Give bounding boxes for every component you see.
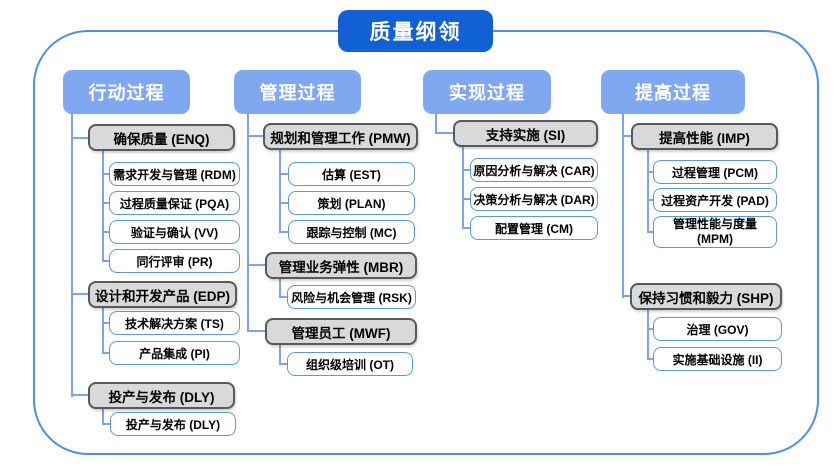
connector-line	[462, 147, 464, 229]
node-vv: 验证与确认 (VV)	[109, 220, 240, 244]
connector-line	[622, 114, 624, 298]
connector-line	[279, 173, 288, 175]
connector-line	[71, 293, 88, 295]
connector-line	[279, 363, 287, 365]
connector-line	[462, 198, 470, 200]
connector-line	[462, 227, 470, 229]
column-header-management-process: 管理过程	[234, 70, 361, 114]
column-header-improvement-process: 提高过程	[601, 70, 745, 114]
node-mpm: 管理性能与度量 (MPM)	[653, 216, 777, 248]
connector-line	[102, 260, 109, 262]
connector-line	[247, 114, 249, 332]
connector-line	[647, 199, 653, 201]
connector-line	[102, 173, 109, 175]
node-imp: 提高性能 (IMP)	[631, 123, 778, 150]
node-pmw: 规划和管理工作 (PMW)	[263, 123, 418, 150]
connector-line	[647, 231, 653, 233]
node-pcm: 过程管理 (PCM)	[653, 160, 777, 184]
connector-line	[247, 264, 265, 266]
node-ii: 实施基础设施 (II)	[653, 347, 782, 371]
connector-line	[71, 114, 73, 397]
connector-line	[102, 352, 109, 354]
node-rsk: 风险与机会管理 (RSK)	[287, 285, 416, 309]
connector-line	[622, 135, 631, 137]
node-pad: 过程资产开发 (PAD)	[653, 188, 777, 212]
node-dly: 投产与发布 (DLY)	[88, 382, 235, 409]
connector-line	[247, 330, 265, 332]
column-header-realization-process: 实现过程	[423, 70, 551, 114]
node-gov: 治理 (GOV)	[653, 317, 782, 341]
node-dly-sub: 投产与发布 (DLY)	[110, 412, 236, 436]
connector-line	[647, 150, 649, 233]
connector-line	[279, 231, 288, 233]
connector-line	[71, 137, 88, 139]
node-si: 支持实施 (SI)	[453, 120, 598, 147]
connector-line	[647, 358, 653, 360]
diagram-title: 质量纲领	[338, 10, 493, 52]
node-est: 估算 (EST)	[288, 162, 415, 186]
node-rdm: 需求开发与管理 (RDM)	[109, 162, 240, 186]
node-car: 原因分析与解决 (CAR)	[470, 158, 598, 182]
node-shp: 保持习惯和毅力 (SHP)	[630, 283, 782, 310]
node-mbr: 管理业务弹性 (MBR)	[265, 252, 417, 279]
node-mc: 跟踪与控制 (MC)	[288, 220, 415, 244]
node-pr: 同行评审 (PR)	[109, 249, 240, 273]
connector-line	[279, 150, 281, 233]
node-cm: 配置管理 (CM)	[470, 216, 598, 240]
node-plan: 策划 (PLAN)	[288, 191, 415, 215]
connector-line	[102, 308, 104, 354]
connector-line	[102, 202, 109, 204]
connector-line	[102, 423, 110, 425]
connector-line	[247, 135, 263, 137]
node-pi: 产品集成 (PI)	[109, 341, 240, 365]
connector-line	[435, 132, 453, 134]
node-enq: 确保质量 (ENQ)	[88, 124, 235, 151]
connector-line	[279, 202, 288, 204]
connector-line	[71, 394, 88, 396]
connector-line	[102, 409, 104, 425]
node-dar: 决策分析与解决 (DAR)	[470, 187, 598, 211]
node-mwf: 管理员工 (MWF)	[265, 318, 417, 345]
connector-line	[102, 151, 104, 261]
connector-line	[102, 231, 109, 233]
connector-line	[462, 169, 470, 171]
connector-line	[279, 279, 281, 298]
connector-line	[435, 114, 437, 134]
connector-line	[647, 171, 653, 173]
connector-line	[622, 295, 630, 297]
column-header-action-process: 行动过程	[63, 70, 190, 114]
node-pqa: 过程质量保证 (PQA)	[109, 191, 240, 215]
connector-line	[647, 328, 653, 330]
connector-line	[279, 296, 287, 298]
node-ot: 组织级培训 (OT)	[287, 352, 413, 376]
node-edp: 设计和开发产品 (EDP)	[88, 281, 237, 308]
connector-line	[279, 345, 281, 365]
connector-line	[102, 322, 109, 324]
connector-line	[647, 310, 649, 359]
node-ts: 技术解决方案 (TS)	[109, 311, 240, 335]
